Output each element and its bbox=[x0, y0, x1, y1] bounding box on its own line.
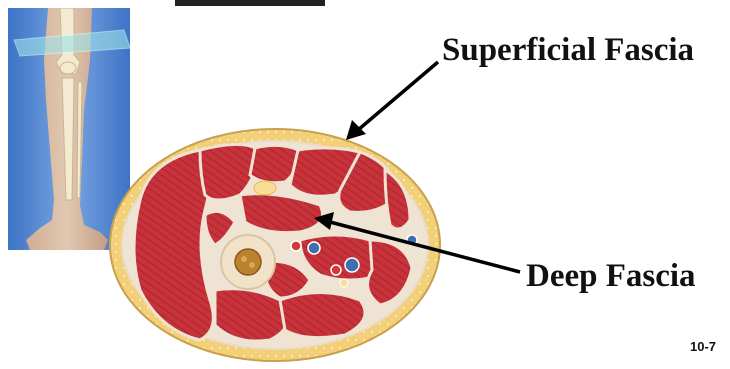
patella bbox=[60, 62, 76, 74]
deep-fascia-label: Deep Fascia bbox=[526, 258, 696, 295]
vein-2 bbox=[345, 258, 359, 272]
vein-1 bbox=[308, 242, 320, 254]
leg-cross-section bbox=[110, 129, 440, 361]
leg-inset bbox=[8, 8, 130, 250]
artery-2 bbox=[331, 265, 341, 275]
artery-1 bbox=[291, 241, 301, 251]
nerve bbox=[340, 279, 348, 287]
superficial-fascia-label: Superficial Fascia bbox=[442, 32, 694, 69]
muscle-posterior-2 bbox=[280, 293, 365, 338]
arrow-superficial-fascia bbox=[346, 62, 438, 140]
bone-marrow bbox=[235, 249, 261, 275]
figure-number: 10-7 bbox=[690, 339, 716, 354]
fat-pad bbox=[254, 181, 276, 195]
